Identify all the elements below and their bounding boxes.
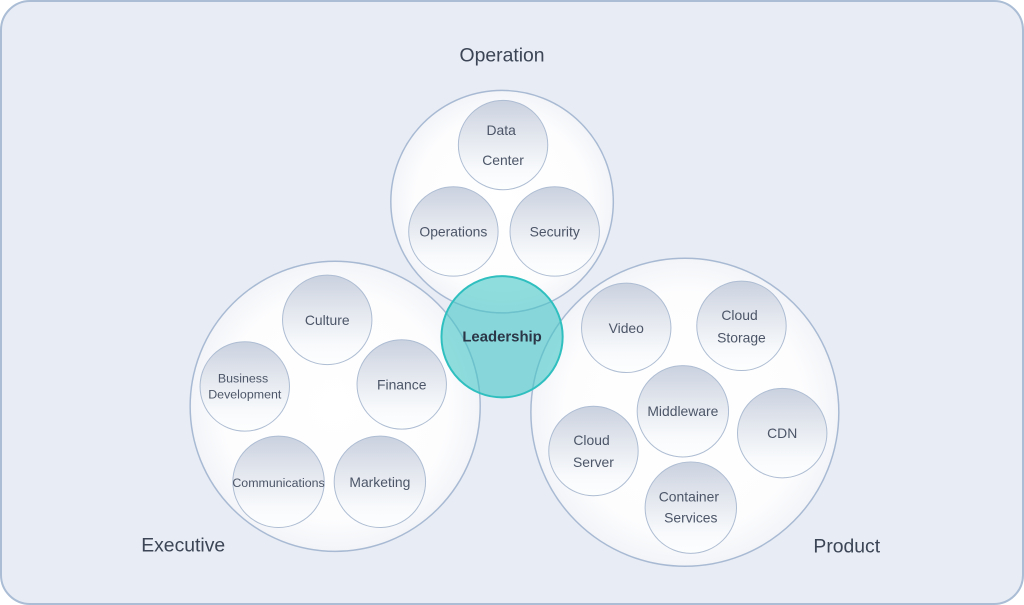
- product-title: Product: [813, 535, 880, 557]
- bubble-cloud-server-label: Cloud Server: [573, 432, 614, 470]
- bubble-communications: [232, 435, 325, 528]
- bubble-business-development-label: Business Development: [208, 371, 282, 401]
- bubble-marketing: [333, 435, 427, 528]
- bubble-middleware-label: Middleware: [647, 403, 718, 419]
- bubble-video-label: Video: [609, 320, 645, 336]
- bubble-cdn-label: CDN: [767, 425, 797, 441]
- bubble-culture: [282, 274, 373, 366]
- bubble-operations: [408, 186, 499, 277]
- bubble-container-services: [644, 461, 738, 554]
- bubble-finance: [356, 339, 447, 430]
- executive-title: Executive: [141, 534, 225, 556]
- bubble-video: [581, 282, 672, 374]
- bubble-communications-label: Communications: [232, 476, 324, 490]
- bubble-cdn: [737, 387, 828, 479]
- bubble-data-center: [457, 99, 549, 191]
- bubble-operations-label: Operations: [419, 223, 487, 239]
- leadership-circle: [440, 275, 564, 399]
- bubble-data-center-label: Data Center: [482, 122, 524, 168]
- bubble-cloud-server: [548, 405, 639, 497]
- bubble-cloud-storage: [696, 280, 787, 372]
- bubble-business-development: [199, 341, 290, 432]
- bubble-container-services-label: Container Services: [659, 489, 723, 526]
- bubble-marketing-label: Marketing: [349, 474, 410, 490]
- operation-title: Operation: [460, 45, 545, 67]
- bubble-finance-label: Finance: [377, 376, 427, 392]
- bubble-security-label: Security: [530, 223, 580, 239]
- leadership-label: Leadership: [462, 330, 541, 346]
- bubble-cloud-storage-label: Cloud Storage: [717, 307, 766, 346]
- executive-circle-outline: [189, 260, 481, 553]
- product-circle-outline: [530, 257, 840, 567]
- bubble-middleware: [636, 365, 730, 458]
- bubble-culture-label: Culture: [305, 312, 350, 328]
- bubble-security: [509, 186, 600, 277]
